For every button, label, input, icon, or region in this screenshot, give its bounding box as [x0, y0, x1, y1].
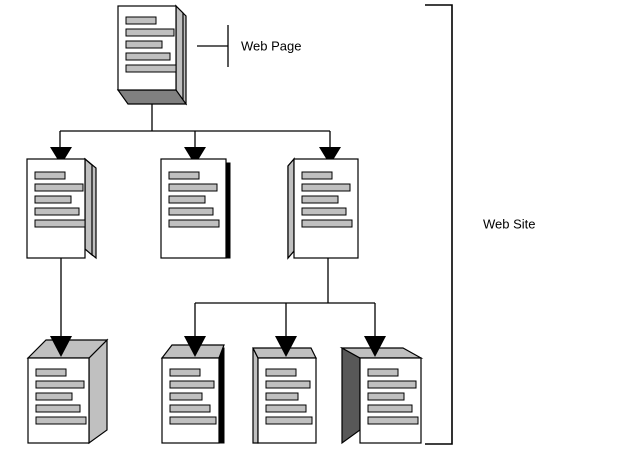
arrowhead-leaf2 — [184, 336, 206, 357]
arrowhead-leaf3 — [275, 336, 297, 357]
doc-text-line — [168, 207, 214, 216]
doc-right-face-root-2 — [175, 4, 184, 103]
doc-text-line — [367, 404, 413, 413]
document-icon-child2[interactable] — [160, 158, 231, 259]
box-left-face-leaf4 — [341, 346, 361, 445]
doc-text-line — [301, 171, 333, 180]
document-stack-icon-child1[interactable] — [26, 157, 97, 260]
doc-text-line — [169, 380, 215, 389]
arrowhead-leaf4 — [364, 336, 386, 357]
doc-text-line — [168, 219, 220, 228]
doc-text-line — [125, 16, 157, 25]
doc-text-line — [168, 171, 200, 180]
doc-text-line — [301, 219, 353, 228]
doc-text-line — [169, 404, 211, 413]
connector-group-root — [59, 103, 331, 147]
doc-text-line — [265, 380, 311, 389]
bracket-shape — [425, 4, 453, 445]
doc-text-line — [125, 64, 177, 73]
doc-text-line — [265, 392, 299, 401]
doc-text-line — [35, 368, 67, 377]
doc-bottom-face-root — [116, 89, 188, 105]
document-box-icon-leaf3[interactable] — [252, 347, 317, 444]
box-right-edge-leaf2 — [218, 347, 225, 444]
document-box-icon-leaf2[interactable] — [160, 344, 225, 444]
web-page-callout: Web Page — [197, 25, 301, 67]
doc-text-line — [265, 368, 297, 377]
doc-text-line — [34, 219, 86, 228]
document-stack-icon-child3[interactable] — [287, 157, 359, 260]
doc-text-line — [34, 183, 84, 192]
doc-text-line — [125, 40, 163, 49]
doc-text-line — [35, 416, 87, 425]
doc-text-line — [35, 404, 81, 413]
arrowhead-child1 — [50, 147, 72, 165]
document-stack-icon-root[interactable] — [116, 4, 188, 106]
doc-right-face-child1-2 — [84, 157, 93, 257]
doc-text-line — [301, 195, 339, 204]
doc-text-line — [367, 368, 399, 377]
doc-text-line — [34, 171, 66, 180]
arrowhead-group-level2 — [50, 336, 386, 357]
document-box-icon-leaf4[interactable] — [339, 346, 424, 445]
box-left-edge-leaf3 — [252, 347, 259, 444]
doc-text-line — [34, 207, 80, 216]
arrowhead-child3 — [319, 147, 341, 165]
doc-text-line — [169, 368, 201, 377]
doc-text-line — [367, 392, 405, 401]
doc-text-line — [265, 404, 307, 413]
doc-text-line — [367, 380, 417, 389]
web-page-label: Web Page — [241, 38, 301, 53]
doc-text-line — [169, 416, 217, 425]
doc-text-line — [169, 392, 203, 401]
doc-text-line — [35, 392, 73, 401]
doc-right-edge-child2 — [225, 162, 231, 259]
arrowhead-group-level1 — [50, 147, 341, 165]
doc-left-face-child3-2 — [287, 157, 295, 260]
arrowhead-child2 — [184, 147, 206, 165]
doc-text-line — [125, 28, 175, 37]
document-box-icon-leaf1[interactable] — [26, 338, 109, 445]
doc-text-line — [265, 416, 313, 425]
doc-text-line — [125, 52, 171, 61]
doc-text-line — [35, 380, 85, 389]
connector-group-child3 — [194, 258, 376, 336]
doc-text-line — [168, 195, 206, 204]
doc-text-line — [34, 195, 72, 204]
web-site-label: Web Site — [483, 216, 536, 231]
arrowhead-leaf1 — [50, 336, 72, 357]
doc-text-line — [367, 416, 419, 425]
web-site-bracket: Web Site — [425, 4, 536, 445]
doc-text-line — [301, 183, 351, 192]
doc-text-line — [301, 207, 347, 216]
doc-text-line — [168, 183, 218, 192]
